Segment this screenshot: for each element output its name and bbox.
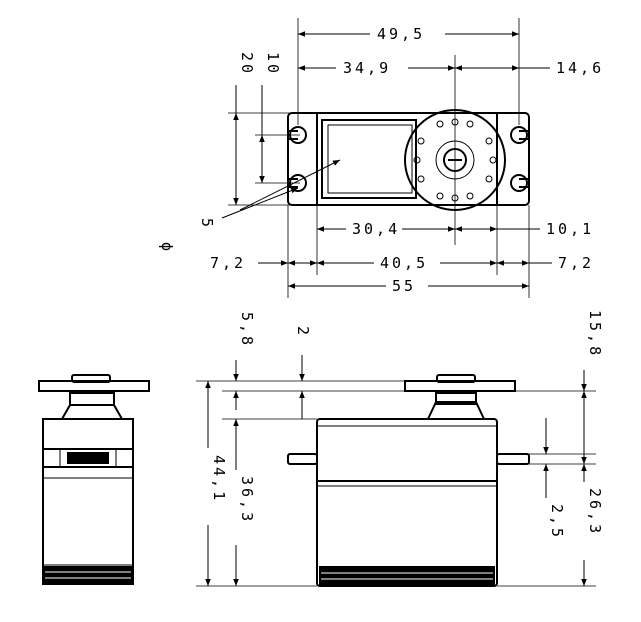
dim-7-2-right: 7,2 <box>558 254 594 272</box>
dim-5-8: 5,8 <box>238 312 256 348</box>
front-flange-right <box>496 453 530 465</box>
dim-36-3: 36,3 <box>238 476 256 524</box>
dim-49-5: 49,5 <box>377 25 425 43</box>
dim-34-9: 34,9 <box>343 59 391 77</box>
top-label-inner <box>327 124 413 194</box>
dim-2: 2 <box>294 326 312 338</box>
dim-7-2-left: 7,2 <box>210 254 246 272</box>
side-case <box>42 418 134 585</box>
dim-hole-5: 5 <box>198 218 216 230</box>
dim-20: 20 <box>238 52 256 76</box>
dim-10: 10 <box>264 52 282 76</box>
dim-10-1: 10,1 <box>546 220 594 238</box>
top-view: 49,5 34,9 14,6 20 10 ϕ 5 30,4 10,1 7,2 <box>158 18 604 298</box>
dim-40-5: 40,5 <box>380 254 428 272</box>
side-view <box>38 374 150 585</box>
dim-44-1: 44,1 <box>210 455 228 503</box>
dim-26-3: 26,3 <box>586 488 604 536</box>
front-view: 5,8 2 44,1 36,3 15,8 2,5 26,3 <box>196 310 604 587</box>
front-flange-left <box>287 453 318 465</box>
phi-symbol: ϕ <box>158 242 176 251</box>
dim-55: 55 <box>392 277 416 295</box>
top-body <box>316 112 498 206</box>
dim-15-8: 15,8 <box>586 310 604 358</box>
dim-30-4: 30,4 <box>352 220 400 238</box>
side-output-gear <box>60 404 124 420</box>
dim-2-5: 2,5 <box>548 504 566 540</box>
right-mount-slots <box>510 126 529 192</box>
front-case <box>316 418 498 587</box>
dim-14-6: 14,6 <box>556 59 604 77</box>
top-label-recess <box>321 119 417 199</box>
